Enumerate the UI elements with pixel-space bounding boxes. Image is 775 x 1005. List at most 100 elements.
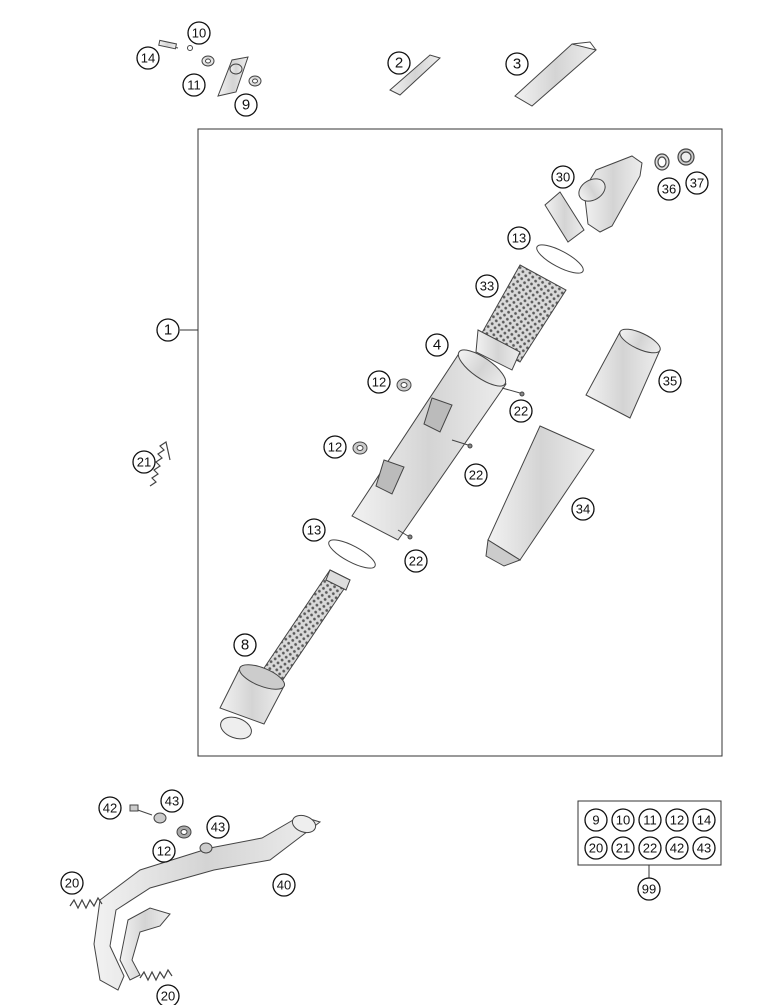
callout-number: 21 xyxy=(137,455,151,470)
callout-number: 11 xyxy=(187,78,201,93)
spring-21 xyxy=(149,441,171,487)
callout-c43a: 43 xyxy=(160,789,184,813)
callout-number: 99 xyxy=(642,882,656,897)
callout-number: 13 xyxy=(512,231,526,246)
callout-c22b: 22 xyxy=(464,463,488,487)
callout-number: 22 xyxy=(409,554,423,569)
grommets xyxy=(352,378,412,455)
callout-number: 13 xyxy=(307,523,321,538)
callout-c2: 2 xyxy=(387,51,411,75)
callout-number: 11 xyxy=(643,813,657,828)
kit-item-20: 20 xyxy=(584,836,608,860)
callout-number: 22 xyxy=(643,841,657,856)
callout-number: 9 xyxy=(592,813,599,828)
callout-number: 22 xyxy=(469,468,483,483)
callout-number: 43 xyxy=(697,841,711,856)
callout-number: 33 xyxy=(480,279,494,294)
kit-item-22: 22 xyxy=(638,836,662,860)
callout-number: 10 xyxy=(192,26,206,41)
callout-number: 12 xyxy=(372,375,386,390)
callout-number: 22 xyxy=(514,404,528,419)
callout-c14: 14 xyxy=(136,46,160,70)
callout-c8: 8 xyxy=(233,633,257,657)
callout-c12a: 12 xyxy=(367,370,391,394)
kit-item-10: 10 xyxy=(611,808,635,832)
callout-c42: 42 xyxy=(98,796,122,820)
kit-box: 9 10 11 12 14 20 21 22 42 43 99 xyxy=(577,800,722,901)
callout-number: 20 xyxy=(65,876,79,891)
kit-item-43: 43 xyxy=(692,836,716,860)
callout-number: 35 xyxy=(663,374,677,389)
callout-number: 14 xyxy=(697,813,711,828)
bracket-hardware xyxy=(158,39,262,97)
callout-c4: 4 xyxy=(425,333,449,357)
callout-c37: 37 xyxy=(685,171,709,195)
callout-c13a: 13 xyxy=(507,226,531,250)
callout-number: 4 xyxy=(433,337,441,354)
callout-number: 40 xyxy=(277,878,291,893)
callout-c36: 36 xyxy=(657,177,681,201)
callout-c22c: 22 xyxy=(404,549,428,573)
header-pipe xyxy=(93,814,322,991)
kit-item-21: 21 xyxy=(611,836,635,860)
callout-number: 36 xyxy=(662,182,676,197)
callout-c20b: 20 xyxy=(156,984,180,1005)
gasket-upper xyxy=(536,244,584,274)
callout-c35: 35 xyxy=(658,369,682,393)
gasket-lower xyxy=(328,539,376,569)
callout-number: 1 xyxy=(164,322,172,339)
callout-c3: 3 xyxy=(505,52,529,76)
callout-c20a: 20 xyxy=(60,871,84,895)
callout-number: 34 xyxy=(576,502,590,517)
callout-c22a: 22 xyxy=(509,399,533,423)
callout-layer: 14 10 11 9 2 3 1 30 36 37 13 33 4 12 35 22 12 22 21 34 13 22 8… xyxy=(60,21,709,1005)
callout-number: 20 xyxy=(589,841,603,856)
kit-number-callout: 99 xyxy=(637,877,661,901)
callout-number: 42 xyxy=(670,841,684,856)
callout-c10: 10 xyxy=(187,21,211,45)
callout-number: 30 xyxy=(556,170,570,185)
callout-c21: 21 xyxy=(132,450,156,474)
callout-c30: 30 xyxy=(551,165,575,189)
header-hardware xyxy=(129,804,213,854)
spring-20-upper xyxy=(69,896,103,910)
callout-c40: 40 xyxy=(272,873,296,897)
callout-c43b: 43 xyxy=(206,815,230,839)
spring-20-lower xyxy=(139,968,173,982)
callout-c11: 11 xyxy=(182,73,206,97)
end-cap xyxy=(544,155,643,243)
callout-number: 21 xyxy=(616,841,630,856)
silencer-assembly-frame xyxy=(180,128,723,757)
kit-item-9: 9 xyxy=(584,808,608,832)
kit-item-14: 14 xyxy=(692,808,716,832)
sleeve-short xyxy=(585,328,661,419)
perforated-insert xyxy=(475,264,567,371)
callout-number: 20 xyxy=(161,989,175,1004)
sleeve-long xyxy=(485,425,595,567)
heat-shield-large xyxy=(514,41,598,107)
kit-item-12: 12 xyxy=(665,808,689,832)
callout-number: 43 xyxy=(211,820,225,835)
callout-number: 43 xyxy=(165,794,179,809)
callout-number: 12 xyxy=(670,813,684,828)
inner-pipe-cone xyxy=(219,569,351,740)
callout-number: 42 xyxy=(103,801,117,816)
callout-number: 14 xyxy=(141,51,155,66)
callout-c33: 33 xyxy=(475,274,499,298)
callout-c12b: 12 xyxy=(323,435,347,459)
callout-number: 2 xyxy=(395,55,403,72)
callout-c9: 9 xyxy=(234,93,258,117)
callout-number: 37 xyxy=(690,176,704,191)
kit-item-42: 42 xyxy=(665,836,689,860)
callout-number: 9 xyxy=(242,97,250,114)
heat-shield-small xyxy=(389,54,441,96)
silencer-body xyxy=(351,349,507,541)
callout-c1: 1 xyxy=(156,318,180,342)
callout-number: 8 xyxy=(241,637,249,654)
seal-rings xyxy=(654,148,695,171)
kit-item-11: 11 xyxy=(638,808,662,832)
callout-number: 12 xyxy=(328,440,342,455)
callout-number: 10 xyxy=(616,813,630,828)
callout-number: 12 xyxy=(157,844,171,859)
